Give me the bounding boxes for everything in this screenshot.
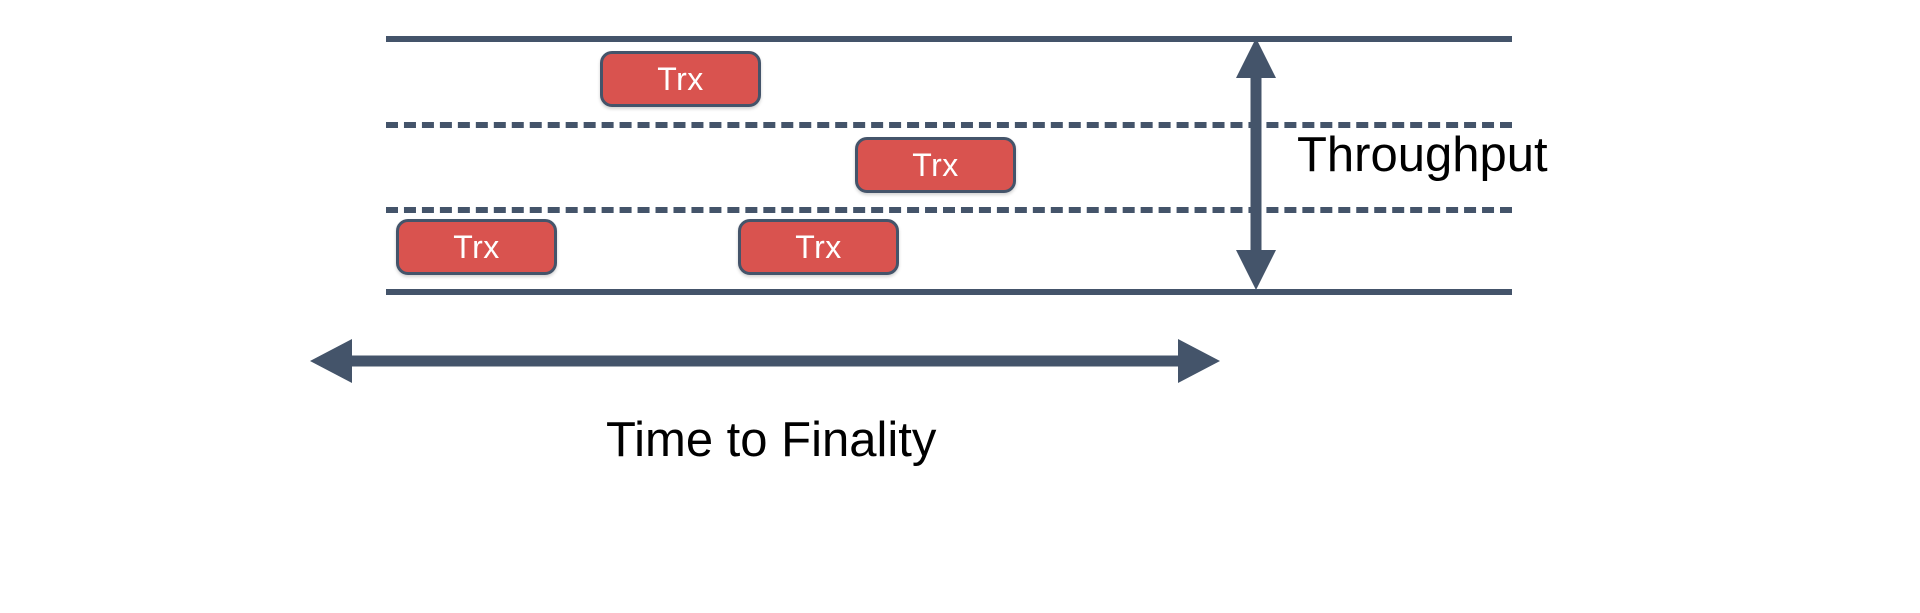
throughput-double-arrow-icon: [1236, 38, 1276, 290]
lane-line-top-solid: [386, 36, 1512, 42]
transaction-box: Trx: [738, 219, 899, 275]
transaction-box: Trx: [600, 51, 761, 107]
transaction-box: Trx: [855, 137, 1016, 193]
axis-label-throughput: Throughput: [1297, 128, 1548, 182]
lane-line-divider-2-dashed: [386, 207, 1512, 213]
lane-line-divider-1-dashed: [386, 122, 1512, 128]
axis-label-time-to-finality: Time to Finality: [606, 413, 937, 467]
time-to-finality-double-arrow-icon: [310, 339, 1220, 383]
transaction-box: Trx: [396, 219, 557, 275]
lane-line-bottom-solid: [386, 289, 1512, 295]
